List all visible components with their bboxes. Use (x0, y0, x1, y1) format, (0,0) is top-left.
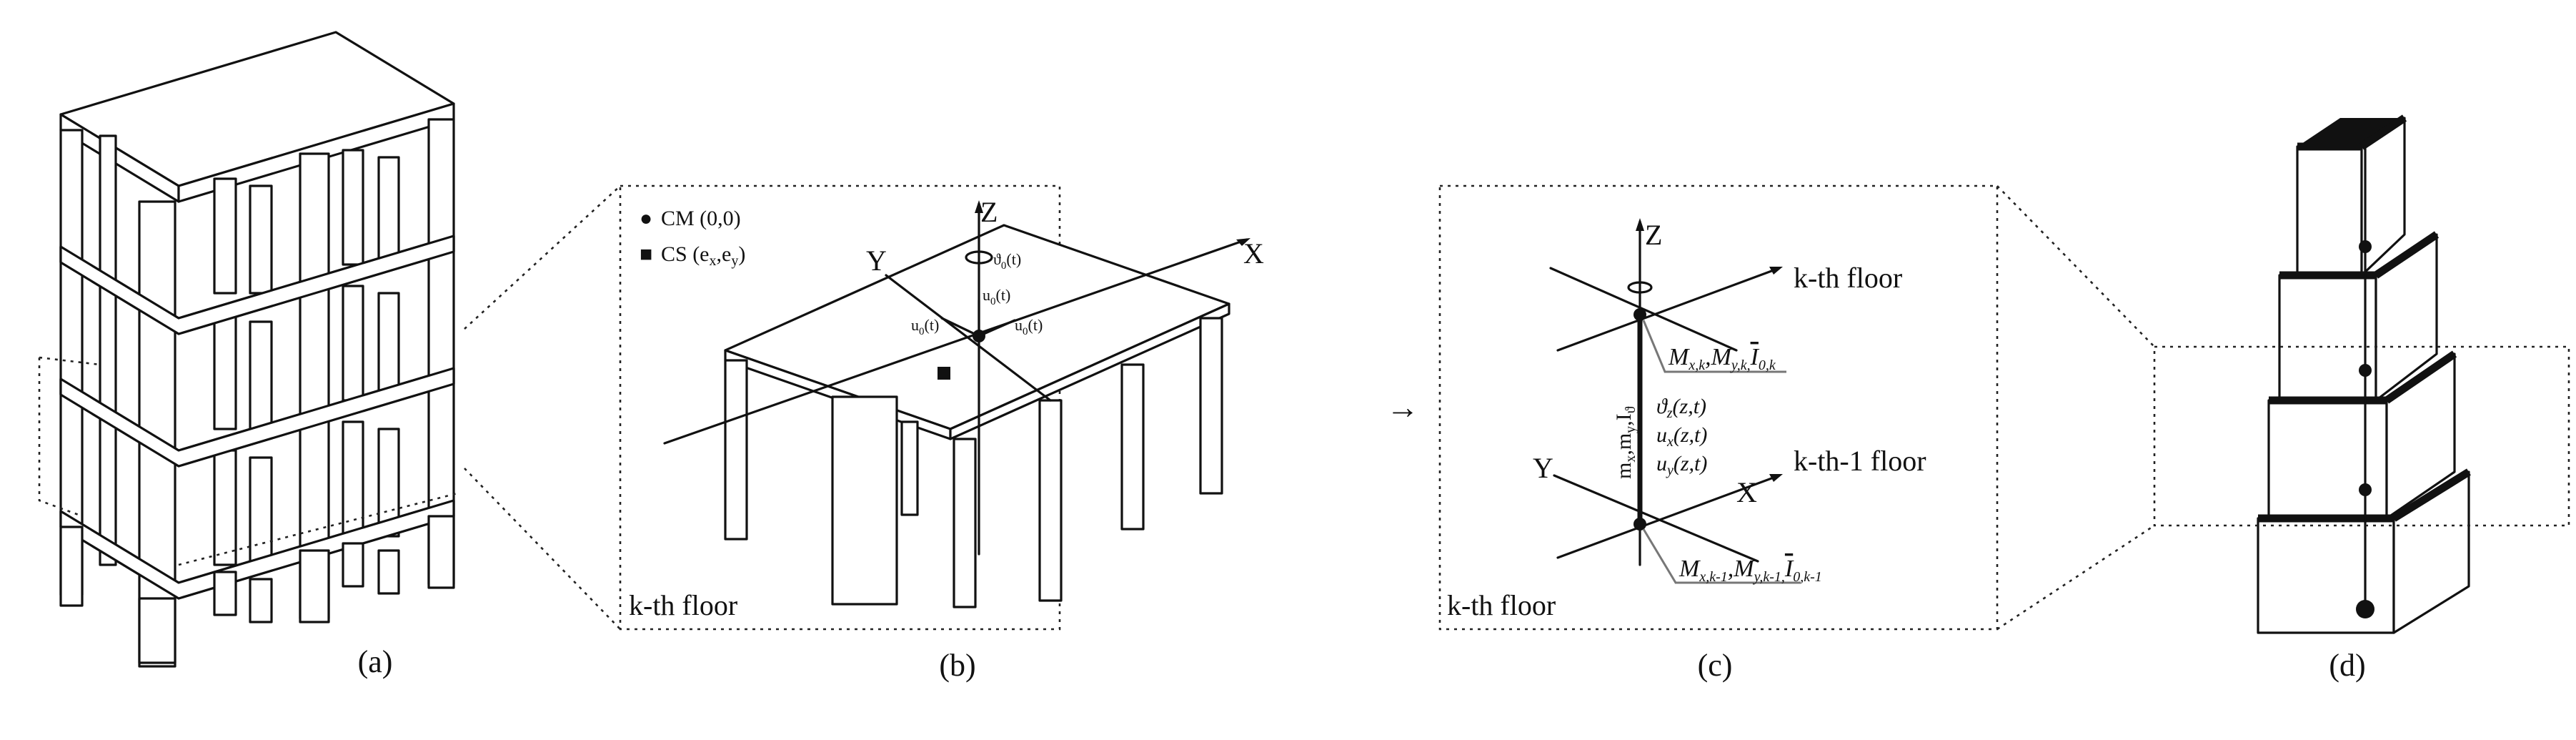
upper-mass-props: Mx,k,My,k,I0,k (1668, 344, 1776, 373)
zoom-line-c-d-top (1996, 185, 2155, 347)
zoom-line-a-b-top (464, 185, 621, 330)
uy-label-b: u0(t) (1015, 316, 1043, 337)
ux-label-b: u0(t) (911, 316, 939, 337)
legend-b: ● CM (0,0) ■ CS (ex,ey) (640, 207, 745, 269)
legend-cs-symbol: ■ (640, 242, 652, 266)
zoom-line-a-b-bottom (464, 468, 621, 630)
lower-mass-props: Mx,k-1,My,k-1,I0,k-1 (1679, 556, 1822, 585)
axis-x-label-b: X (1243, 237, 1264, 270)
cs-point-b (938, 367, 950, 380)
legend-cs-text: CS (ex,ey) (661, 242, 745, 269)
arrow-b-to-c: → (1386, 389, 1419, 425)
axis-y-b (885, 274, 1052, 402)
panel-c-frame (1438, 184, 1999, 631)
caption-d: (d) (2329, 648, 2365, 683)
axis-x-label-c: X (1736, 476, 1757, 508)
axis-z-label-b: Z (980, 196, 998, 228)
panel-c-model (1549, 218, 1801, 584)
axis-x-b (663, 238, 1248, 445)
floor-label-c: k-th floor (1447, 589, 1556, 621)
axis-z-label-c: Z (1645, 219, 1662, 251)
rotation-arc-b (965, 250, 993, 265)
panel-a-building (38, 31, 458, 668)
axis-y-label-c: Y (1533, 452, 1553, 484)
mass-label-c: mx,my,Iϑ (1612, 406, 1638, 479)
panel-b-floor (724, 224, 1230, 608)
lower-floor-label: k-th-1 floor (1794, 445, 1926, 477)
ux-function-c: ux(z,t) (1656, 423, 1707, 450)
panel-d-stick-model (2153, 114, 2570, 634)
caption-c: (c) (1698, 648, 1733, 683)
caption-b: (b) (939, 648, 975, 683)
uz-label-b: u0(t) (983, 286, 1010, 307)
legend-cm-text: CM (0,0) (661, 207, 741, 230)
axis-y-label-b: Y (866, 245, 887, 277)
zoom-line-c-d-bottom (1996, 524, 2155, 631)
legend-cm-symbol: ● (640, 207, 652, 230)
caption-a: (a) (358, 644, 393, 679)
floor-label-b: k-th floor (629, 589, 737, 621)
theta-function-c: ϑz(z,t) (1656, 395, 1706, 421)
uy-function-c: uy(z,t) (1656, 452, 1707, 478)
theta-label-b: ϑ0(t) (993, 250, 1021, 272)
upper-floor-label: k-th floor (1794, 262, 1902, 294)
